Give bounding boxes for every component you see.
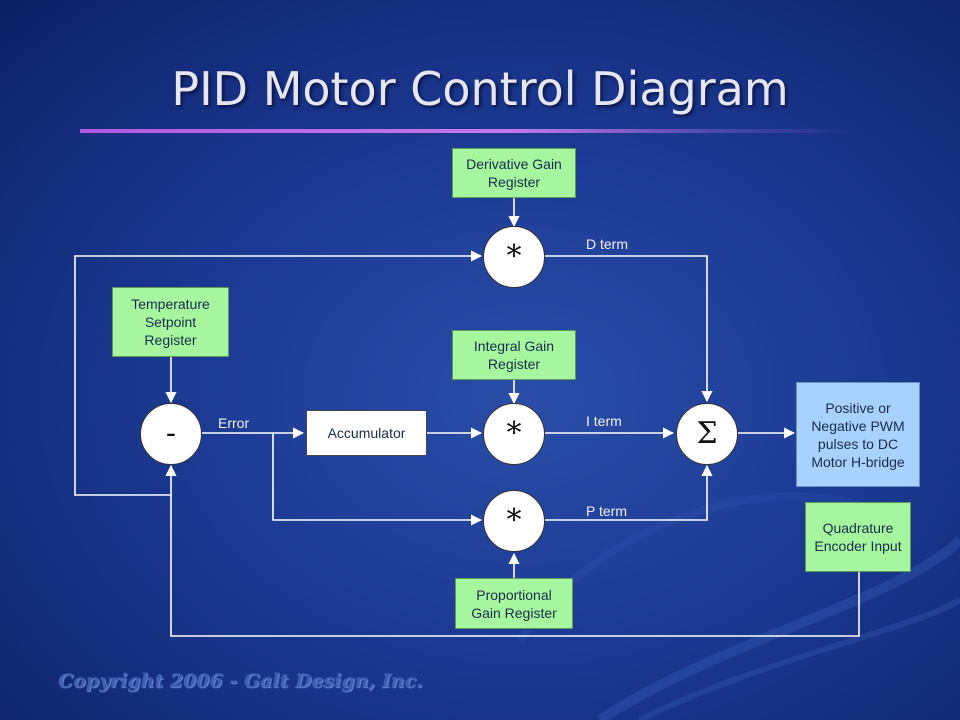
sum-operator: Σ [676,403,738,465]
quadrature-encoder-input: Quadrature Encoder Input [805,502,911,572]
error-label: Error [218,415,250,431]
wire-d-term-to-sum [545,255,713,403]
integral-gain-register: Integral Gain Register [452,330,576,380]
multiply-symbol: * [506,416,522,451]
d-term-label: D term [586,236,628,252]
minus-symbol: - [165,416,177,451]
proportional-gain-register: Proportional Gain Register [455,578,573,629]
derivative-gain-register: Derivative Gain Register [452,148,576,198]
p-term-label: P term [586,503,627,519]
multiply-symbol: * [506,239,522,274]
multiply-symbol: * [506,503,522,538]
title-underline [80,129,860,133]
subtract-operator: - [140,403,202,465]
proportional-multiplier: * [483,490,545,552]
accumulator-block: Accumulator [306,410,427,456]
temperature-setpoint-register: Temperature Setpoint Register [112,287,229,357]
i-term-label: I term [586,413,622,429]
pwm-output-block: Positive or Negative PWM pulses to DC Mo… [796,382,920,487]
wire-error-to-p-mult [272,433,483,526]
slide-title: PID Motor Control Diagram [171,62,789,116]
wire-loop-to-d-mult [74,250,483,496]
wire-p-term-to-sum [545,464,713,521]
derivative-multiplier: * [483,226,545,288]
wire-encoder-feedback [165,464,860,637]
sigma-symbol: Σ [696,416,718,451]
integral-multiplier: * [483,403,545,465]
copyright-notice: Copyright 2006 - Galt Design, Inc. [58,670,423,692]
